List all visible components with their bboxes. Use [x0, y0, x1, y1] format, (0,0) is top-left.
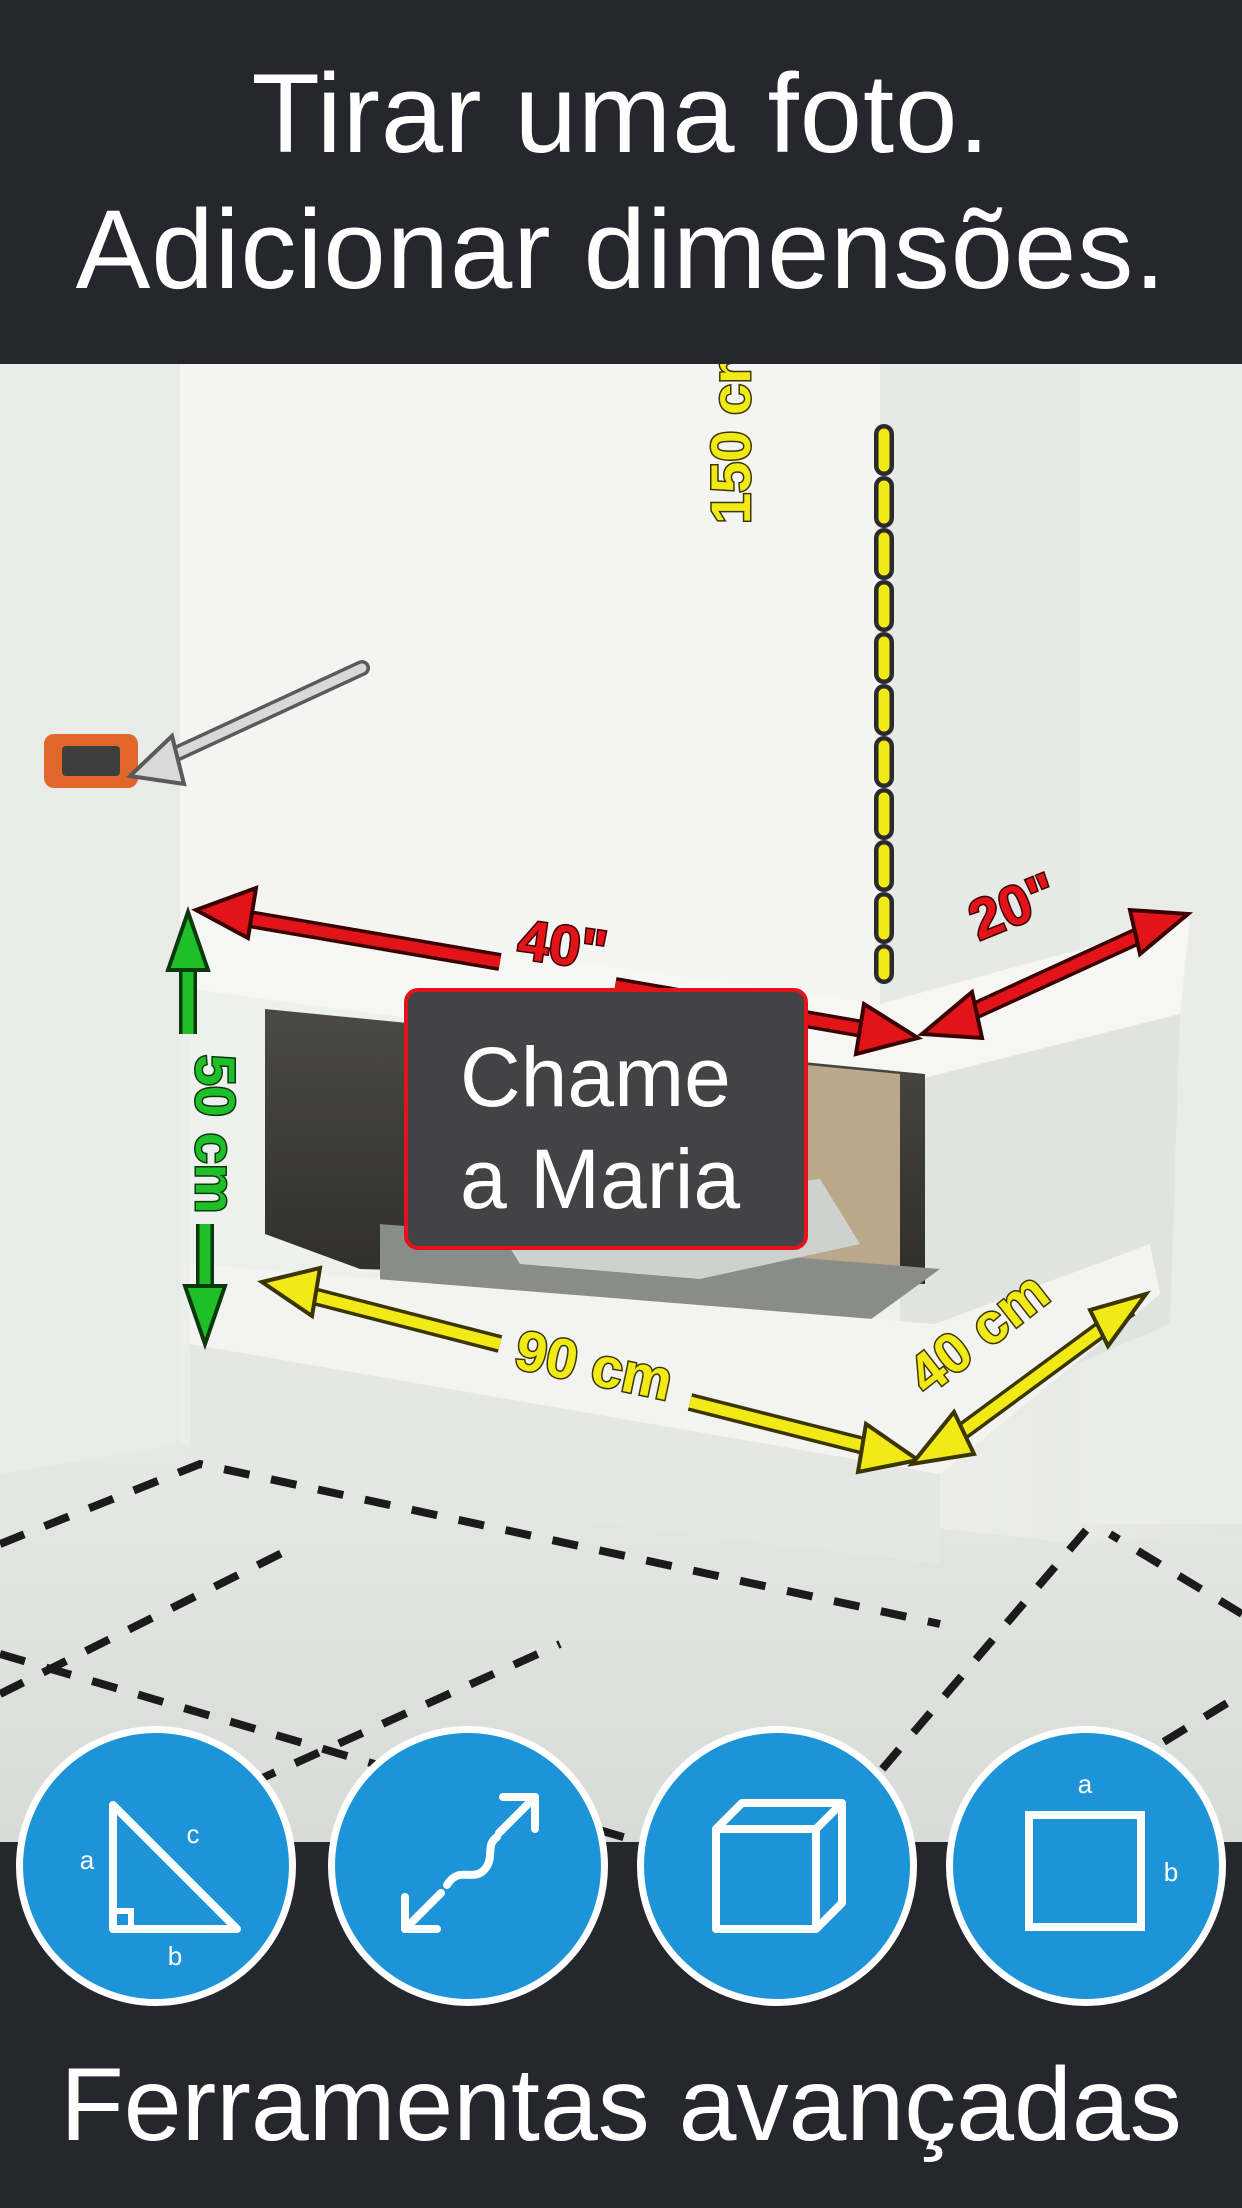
note-line-2: a Maria	[460, 1132, 741, 1226]
dimension-arrow-left-height	[165, 905, 228, 1351]
svg-text:a: a	[80, 1845, 95, 1875]
dimension-arrow-bottom-depth	[907, 1290, 1152, 1467]
tool-button-distance[interactable]	[328, 1726, 608, 2006]
note-line-1: Chame	[460, 1030, 731, 1124]
right-triangle-icon: a c b	[80, 1801, 241, 1971]
cube-icon	[712, 1799, 846, 1933]
label-width-top: 40"	[514, 907, 611, 982]
header-banner: Tirar uma foto. Adicionar dimensões.	[0, 0, 1242, 364]
headline-line-2: Adicionar dimensões.	[75, 187, 1167, 312]
tool-button-volume[interactable]	[637, 1726, 917, 2006]
square-area-icon: a b	[1025, 1769, 1178, 1931]
dimension-arrow-bottom-width	[257, 1265, 924, 1475]
label-height-chimney: 150 cm	[699, 364, 762, 524]
svg-text:b: b	[168, 1941, 182, 1971]
tool-button-triangle[interactable]: a c b	[16, 1726, 296, 2006]
label-height-left: 50 cm	[184, 1055, 247, 1214]
footer-title: Ferramentas avançadas	[60, 2047, 1182, 2163]
annotated-photo: 40" 20" 50 cm 90 cm 40 cm 150 cm Chame a…	[0, 364, 1242, 1842]
dimension-arrow-top-depth	[916, 907, 1194, 1041]
note-label[interactable]: Chame a Maria	[404, 988, 808, 1250]
headline-line-1: Tirar uma foto.	[251, 51, 991, 176]
tool-button-area[interactable]: a b	[946, 1726, 1226, 2006]
svg-text:a: a	[1078, 1769, 1093, 1799]
distance-arrow-icon	[401, 1793, 539, 1933]
svg-text:c: c	[187, 1819, 200, 1849]
tool-buttons: a c b a b	[0, 1726, 1242, 2006]
svg-text:b: b	[1164, 1857, 1178, 1887]
